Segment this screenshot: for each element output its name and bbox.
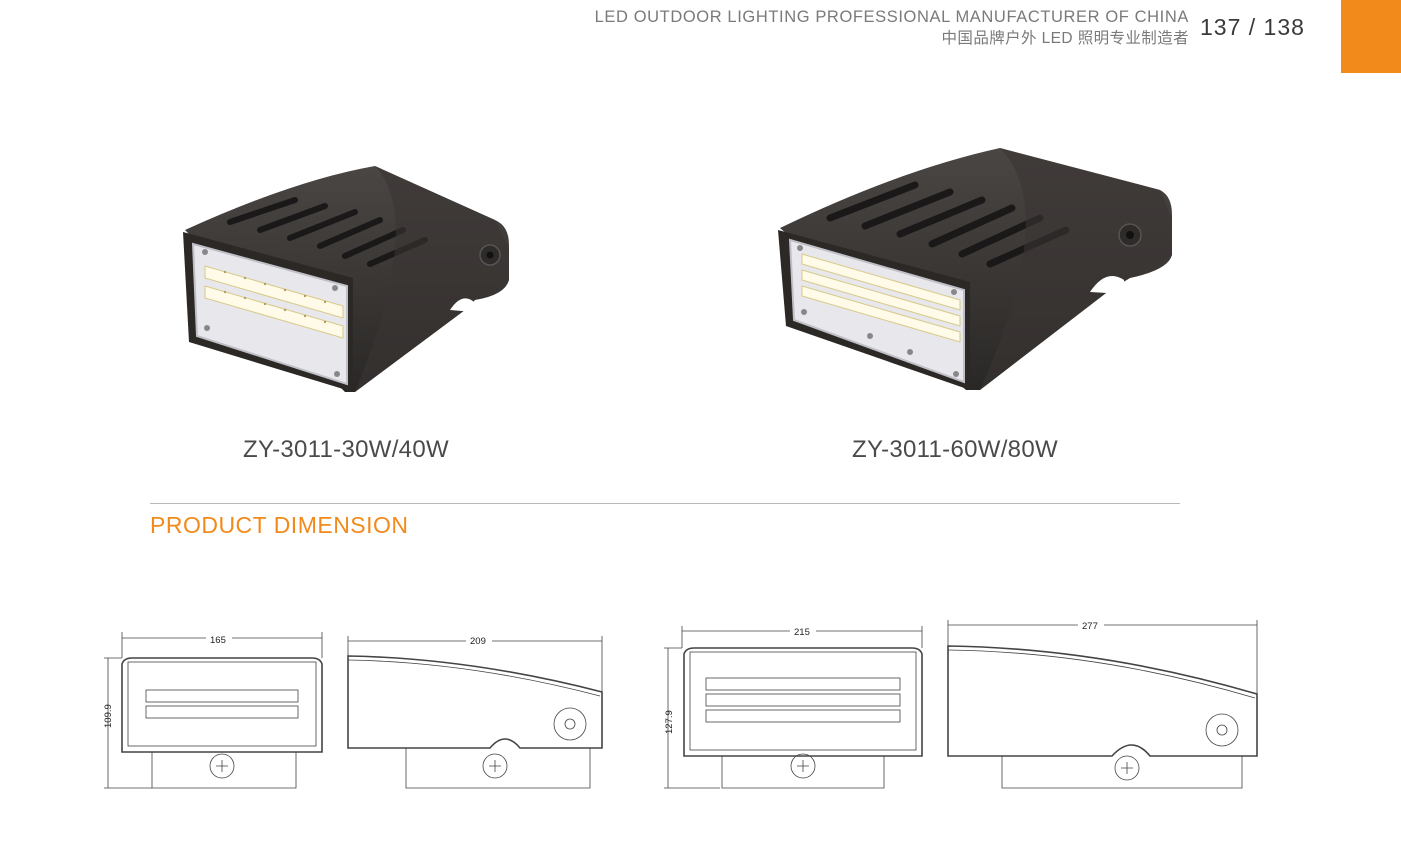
dim-large-height: 127.9: [664, 710, 675, 734]
dim-large-depth: 277: [1082, 621, 1098, 632]
header-title-cn: 中国品牌户外 LED 照明专业制造者: [941, 30, 1189, 47]
model-label-large: ZY-3011-60W/80W: [852, 436, 1058, 463]
dim-small-width: 165: [210, 635, 226, 646]
model-label-small: ZY-3011-30W/40W: [243, 436, 449, 463]
header-title-en: LED OUTDOOR LIGHTING PROFESSIONAL MANUFA…: [594, 8, 1189, 26]
section-divider: [150, 503, 1180, 504]
orange-tab: [1341, 0, 1401, 73]
product-photo-large: [778, 148, 1172, 390]
page-number: 137 / 138: [1200, 14, 1305, 40]
dim-small-depth: 209: [470, 636, 486, 647]
dim-small-height: 109.9: [103, 704, 114, 728]
dim-large-width: 215: [794, 627, 810, 638]
dimension-drawings: 165 109.9 209 215 127.9 277: [103, 619, 1258, 789]
section-title: PRODUCT DIMENSION: [150, 512, 409, 538]
product-photo-small: [183, 166, 509, 392]
